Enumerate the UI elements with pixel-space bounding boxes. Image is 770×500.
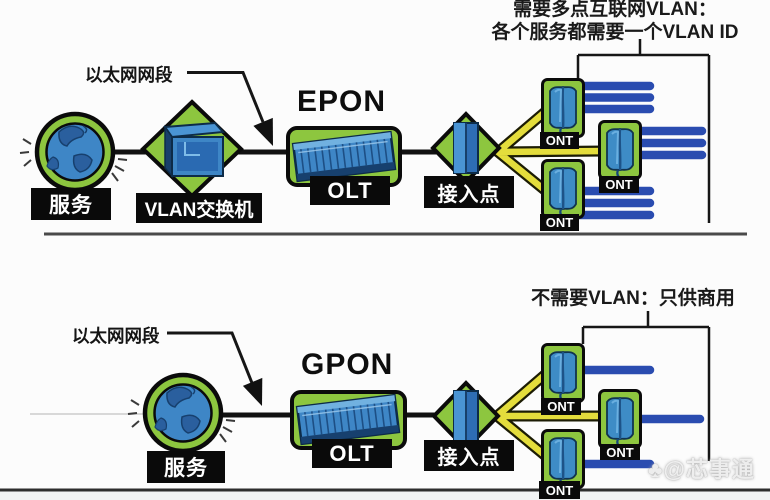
epon-ont-1 — [541, 78, 585, 138]
gpon-ont-label-2: ONT — [600, 444, 640, 460]
gpon-ont-2 — [598, 389, 642, 449]
gpon-ont-label-1: ONT — [541, 398, 581, 415]
gpon-graphics — [30, 311, 711, 489]
epon-vlan-switch-label: VLAN交换机 — [136, 193, 262, 223]
epon-annotation-line1: 需要多点互联网VLAN： — [513, 0, 717, 20]
epon-ont-2 — [598, 120, 642, 180]
epon-annotation-bracket — [576, 39, 711, 223]
epon-service-label: 服务 — [31, 188, 111, 220]
epon-olt-label: OLT — [310, 176, 390, 205]
gpon-annotation: 不需要VLAN：只供商用 — [502, 287, 764, 310]
gpon-access-point-label: 接入点 — [424, 440, 514, 471]
epon-pointer-line — [187, 71, 265, 123]
gpon-ont-1 — [541, 343, 585, 403]
gpon-arrowhead-icon — [242, 377, 263, 406]
gpon-annotation-line1: 不需要VLAN：只供商用 — [531, 288, 735, 309]
watermark-logo-icon: ♣ — [648, 457, 664, 482]
epon-ont-label-3: ONT — [540, 214, 579, 231]
gpon-ethernet-lines — [573, 365, 705, 469]
epon-ont-label-2: ONT — [599, 176, 639, 193]
epon-annotation: 需要多点互联网VLAN： 各个服务都需要一个VLAN ID — [462, 0, 768, 44]
bottom-strip — [0, 491, 770, 500]
gpon-access-device — [453, 390, 479, 442]
epon-arrowhead-icon — [253, 117, 273, 146]
watermark: ♣@芯事通 — [648, 452, 755, 484]
epon-title: EPON — [297, 85, 387, 118]
gpon-annotation-bracket — [581, 311, 711, 461]
gpon-pointer-line — [167, 331, 254, 384]
epon-access-device — [453, 122, 479, 174]
gpon-fiber-fan — [491, 366, 612, 464]
gpon-ont-label-3: ONT — [539, 481, 580, 499]
epon-service-globe — [20, 114, 127, 190]
gpon-title: GPON — [301, 348, 394, 381]
epon-ont-label-1: ONT — [540, 132, 579, 149]
gpon-ethernet-segment-label: 以太网网段 — [72, 326, 160, 346]
epon-vlan-switch-device — [164, 122, 224, 177]
gpon-service-label: 服务 — [147, 451, 225, 483]
gpon-olt-label: OLT — [312, 439, 392, 468]
epon-ont-3 — [541, 159, 585, 219]
watermark-text: @芯事通 — [663, 457, 755, 482]
epon-graphics — [20, 39, 711, 223]
gpon-service-globe — [128, 375, 235, 451]
epon-access-point-label: 接入点 — [424, 176, 514, 208]
epon-annotation-line2: 各个服务都需要一个VLAN ID — [491, 22, 739, 43]
epon-ethernet-segment-label: 以太网网段 — [85, 65, 173, 85]
gpon-ont-3 — [541, 429, 585, 489]
